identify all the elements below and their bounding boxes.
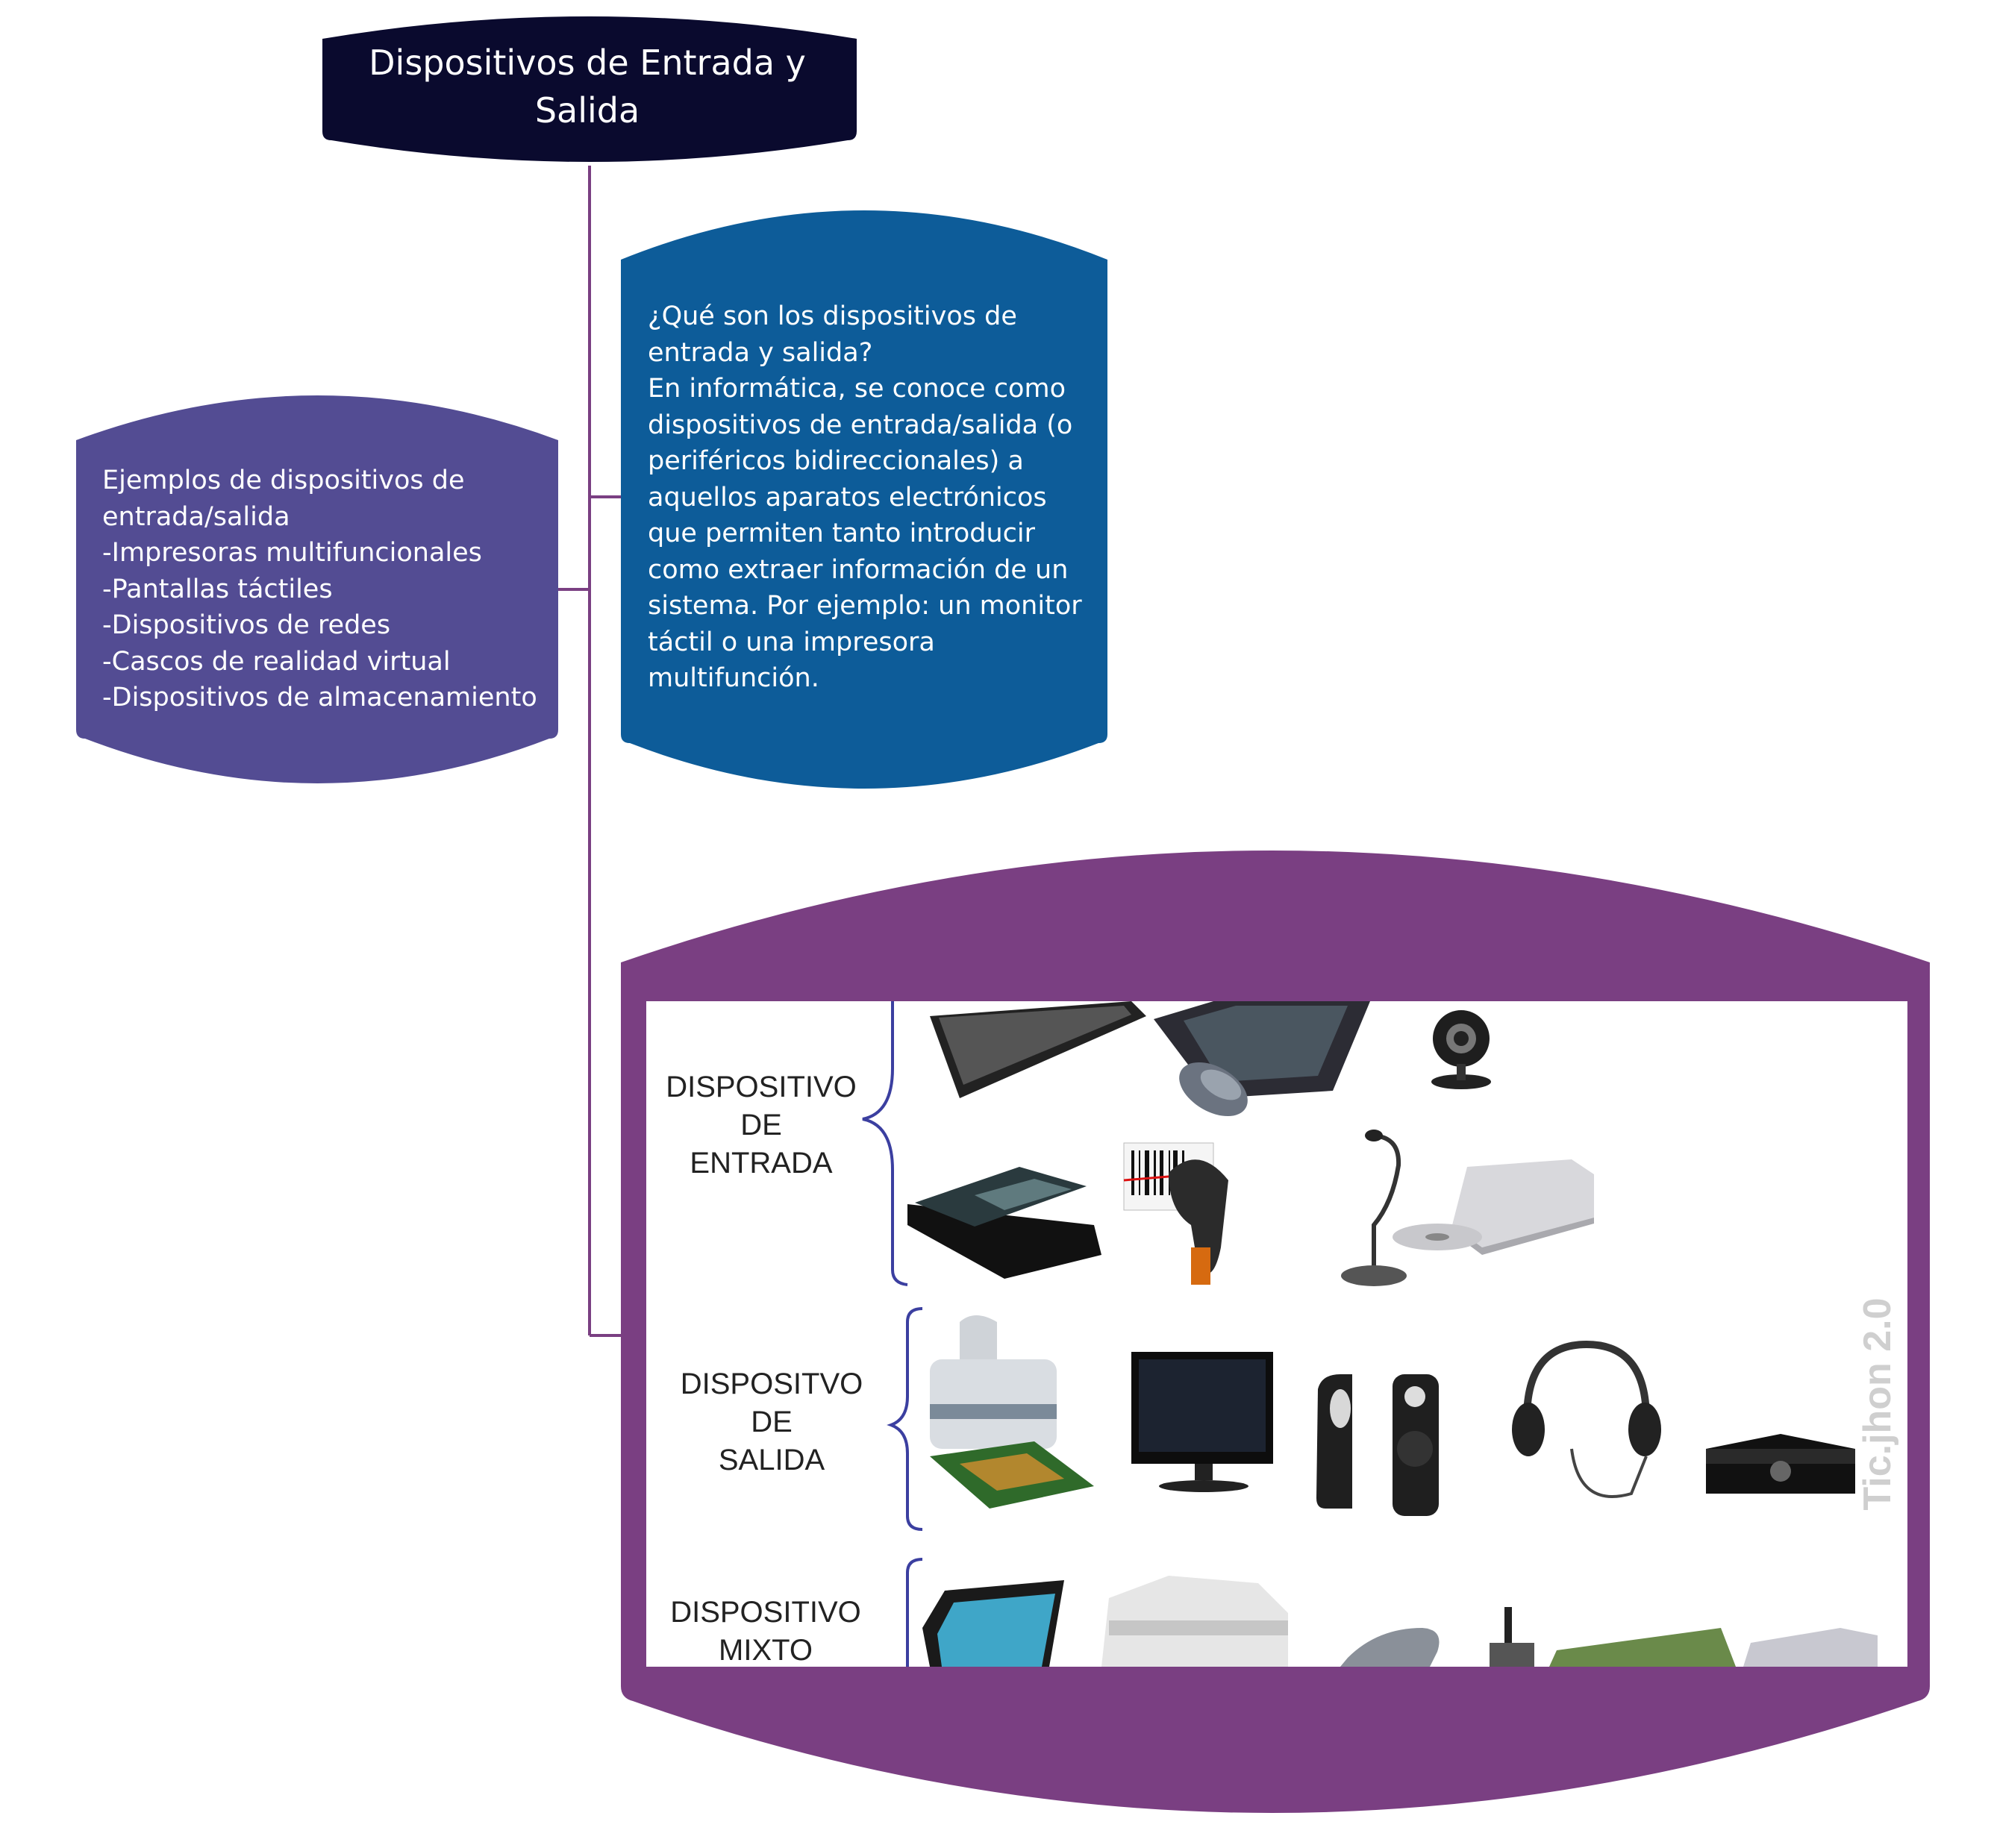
microphone-icon	[1341, 1130, 1407, 1286]
projector-icon	[1706, 1434, 1855, 1494]
usb-drive-icon	[1340, 1628, 1440, 1667]
category-label-output: DISPOSITVO DE SALIDA	[680, 1368, 863, 1476]
output-bracket	[887, 1307, 923, 1531]
watermark-text: Tic.jhon 2.0	[1856, 1297, 1899, 1511]
touch-tablet-icon	[922, 1580, 1064, 1667]
router-icon	[1490, 1607, 1534, 1667]
examples-item: -Pantallas táctiles	[102, 574, 333, 604]
webcam-icon	[1431, 1010, 1491, 1089]
mixed-bracket	[906, 1558, 923, 1667]
speakers-icon	[1316, 1374, 1439, 1516]
cd-drive-icon	[1393, 1159, 1594, 1255]
category-label-mixed: DISPOSITIVO MIXTO	[670, 1596, 861, 1667]
network-card-icon	[1549, 1628, 1736, 1667]
device-collage	[862, 1001, 1878, 1667]
title-node-text: Dispositivos de Entrada y Salida	[369, 43, 806, 131]
category-label-input: DISPOSITIVO DE ENTRADA	[666, 1071, 857, 1180]
question-body: En informática, se conoce como dispositi…	[648, 374, 1082, 693]
examples-item: -Impresoras multifuncionales	[102, 538, 482, 568]
keyboard-icon	[930, 1001, 1146, 1098]
printer-icon	[930, 1315, 1094, 1509]
monitor-icon	[1131, 1352, 1273, 1492]
mouse-icon	[1179, 1062, 1248, 1117]
examples-item: -Dispositivos de redes	[102, 610, 391, 640]
question-node-text: ¿Qué son los dispositivos de entrada y s…	[648, 298, 1096, 697]
device-image-panel: DISPOSITIVO DE ENTRADA DISPOSITVO DE SAL…	[646, 1001, 1907, 1667]
examples-node-text: Ejemplos de dispositivos de entrada/sali…	[102, 463, 565, 716]
input-bracket	[862, 1001, 908, 1286]
question-heading: ¿Qué son los dispositivos de entrada y s…	[648, 301, 1017, 368]
headphones-icon	[1512, 1340, 1661, 1498]
scanner-icon	[907, 1167, 1101, 1279]
disk-drive-icon	[1743, 1628, 1878, 1667]
examples-heading: Ejemplos de dispositivos de entrada/sali…	[102, 466, 465, 532]
multifunction-printer-icon	[1101, 1576, 1288, 1667]
examples-item: -Cascos de realidad virtual	[102, 646, 451, 677]
barcode-reader-icon	[1123, 1142, 1228, 1285]
examples-item: -Dispositivos de almacenamiento	[102, 683, 537, 712]
